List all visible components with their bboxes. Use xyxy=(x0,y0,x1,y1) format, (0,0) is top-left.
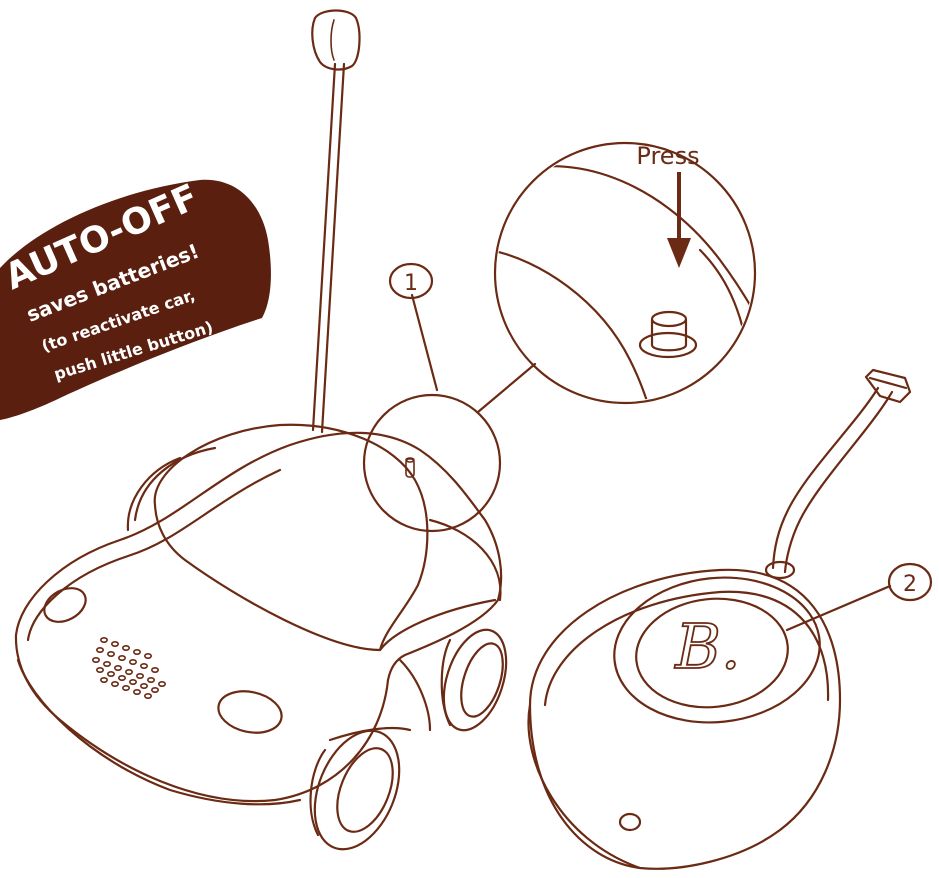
callout-2-number: 2 xyxy=(903,572,917,597)
remote-indicator-hole xyxy=(618,812,642,832)
grille-dot xyxy=(136,672,145,679)
grille-dot xyxy=(144,652,153,659)
push-button-icon xyxy=(405,457,415,478)
remote-antenna-tip xyxy=(864,368,912,404)
right-headlight xyxy=(217,690,283,734)
grille-dot xyxy=(111,640,120,647)
grille-dot xyxy=(133,648,142,655)
grille-dot xyxy=(118,674,127,681)
grille-dot xyxy=(103,660,112,667)
grille-dot xyxy=(125,668,134,675)
grille-dot xyxy=(129,658,138,665)
callout-1: 1 xyxy=(388,262,434,300)
callout-2: 2 xyxy=(887,562,933,602)
car-canopy xyxy=(153,423,429,652)
toy-car xyxy=(14,423,508,851)
grille-dot xyxy=(144,692,153,699)
left-headlight xyxy=(43,587,87,623)
grille-dot xyxy=(140,682,149,689)
grille-dot xyxy=(107,670,116,677)
grille-dot xyxy=(140,662,149,669)
grille-dot xyxy=(122,684,131,691)
remote-logo: B. xyxy=(674,610,740,683)
grille-dot xyxy=(129,678,138,685)
callout-1-number: 1 xyxy=(404,271,418,296)
grille-dot xyxy=(118,654,127,661)
small-callout-circle xyxy=(362,393,502,533)
down-arrow-icon xyxy=(667,172,691,268)
grille-dot xyxy=(111,680,120,687)
grille-dot xyxy=(92,656,101,663)
grille-dot xyxy=(114,664,123,671)
car-grille xyxy=(92,636,167,699)
grille-dot xyxy=(147,676,156,683)
grille-dot xyxy=(107,650,116,657)
grille-dot xyxy=(100,636,109,643)
car-antenna xyxy=(311,9,361,434)
magnified-view: Press xyxy=(493,141,757,405)
grille-dot xyxy=(96,646,105,653)
antenna-tip xyxy=(311,9,361,71)
grille-dot xyxy=(100,676,109,683)
large-callout-circle xyxy=(493,141,757,405)
banner-shape xyxy=(0,179,271,420)
grille-dot xyxy=(151,686,160,693)
reactivate-button-enlarged xyxy=(638,310,698,359)
car-button-callout xyxy=(362,293,537,533)
grille-dot xyxy=(151,666,160,673)
press-label: Press xyxy=(636,142,699,170)
auto-off-banner: AUTO-OFF saves batteries! (to reactivate… xyxy=(0,177,271,420)
grille-dot xyxy=(158,680,167,687)
rear-right-wheel xyxy=(440,628,508,732)
grille-dot xyxy=(122,644,131,651)
front-right-wheel xyxy=(309,729,401,851)
grille-dot xyxy=(133,688,142,695)
remote-control: B. xyxy=(527,368,912,870)
grille-dot xyxy=(96,666,105,673)
